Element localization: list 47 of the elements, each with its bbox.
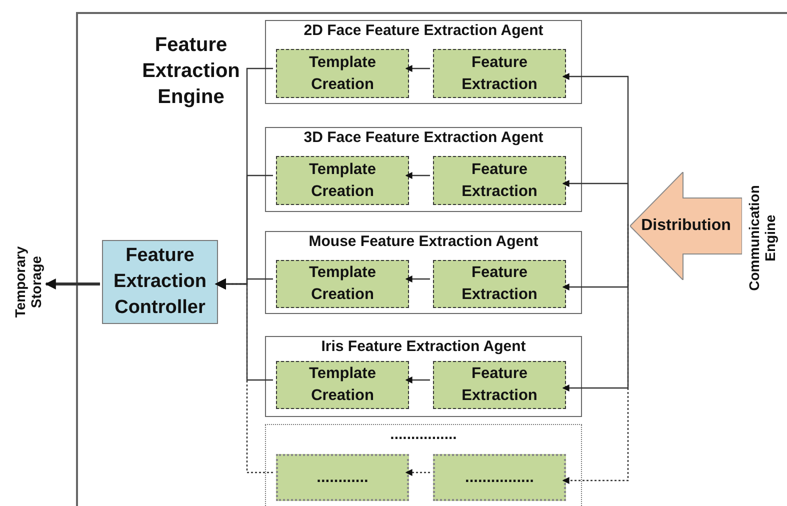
engine-title: Feature Extraction Engine — [141, 33, 241, 110]
box-label: Template Creation — [308, 52, 377, 94]
box-label: Feature Extraction — [460, 52, 538, 94]
box-label: Template Creation — [308, 364, 377, 406]
dotted-arrow — [405, 469, 430, 476]
box-label: Feature Extraction — [460, 263, 538, 305]
agent-title: Mouse Feature Extraction Agent — [308, 233, 540, 250]
feature-extraction-box — [433, 454, 566, 501]
agent-title: 3D Face Feature Extraction Agent — [302, 129, 544, 146]
engine-label: Communication Engine — [746, 184, 778, 293]
template-creation-box — [276, 361, 409, 409]
template-creation-box — [276, 454, 409, 501]
agent-title: Iris Feature Extraction Agent — [320, 338, 527, 355]
storage-label: Temporary Storage — [12, 245, 44, 320]
template-creation-box — [276, 260, 409, 308]
agent-box — [265, 20, 582, 104]
agent-box — [265, 336, 582, 417]
agent-box — [265, 231, 582, 314]
engine-frame — [76, 12, 787, 506]
arrow — [405, 376, 430, 384]
agent-title: ................ — [389, 426, 458, 443]
feature-extraction-box — [433, 49, 566, 98]
feature-extraction-box — [433, 156, 566, 205]
dotted-arrow — [214, 278, 273, 474]
box-label: Template Creation — [308, 263, 377, 305]
template-creation-box — [276, 49, 409, 98]
box-label: Template Creation — [308, 160, 377, 202]
agent-box — [265, 127, 582, 212]
box-label: ............ — [316, 468, 370, 488]
feature-extraction-box — [433, 260, 566, 308]
box-label: Feature Extraction — [460, 160, 538, 202]
arrow — [562, 180, 629, 225]
arrow — [44, 278, 100, 290]
box-label: ................ — [464, 468, 535, 488]
controller-box — [102, 240, 218, 324]
arrow — [405, 65, 430, 72]
arrow — [405, 276, 430, 282]
controller-label: Feature Extraction Controller — [112, 244, 208, 320]
distribution-label: Distribution — [640, 216, 732, 236]
agent-title: 2D Face Feature Extraction Agent — [302, 22, 544, 39]
agent-box — [265, 424, 582, 506]
box-label: Feature Extraction — [460, 364, 538, 406]
arrow — [405, 172, 430, 179]
template-creation-box — [276, 156, 409, 205]
feature-extraction-box — [433, 361, 566, 409]
arrow — [562, 223, 629, 392]
dotted-arrow — [562, 223, 629, 484]
